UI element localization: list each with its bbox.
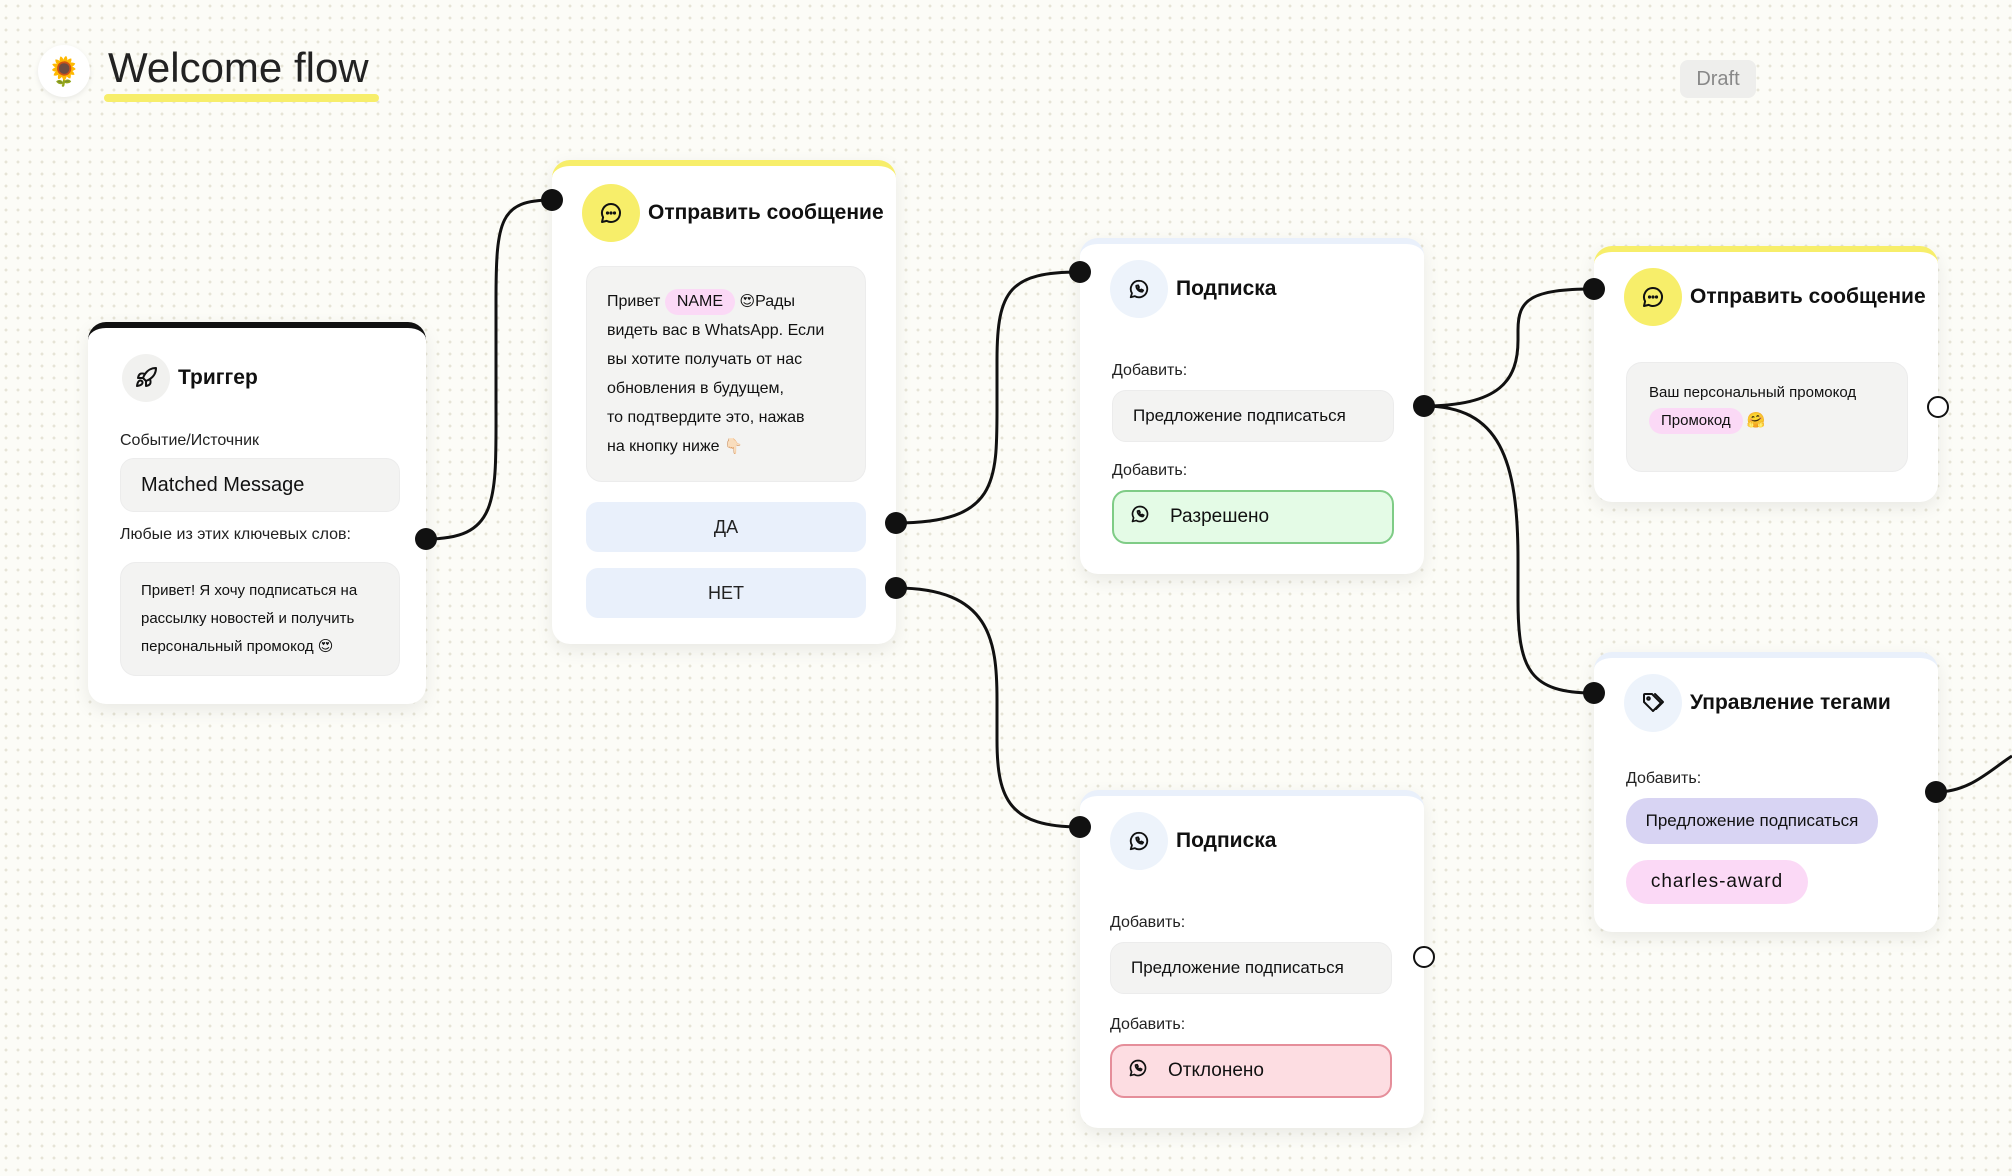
subscription-list-field[interactable]: Предложение подписаться — [1112, 390, 1394, 442]
subscription-2-title: Подписка — [1176, 829, 1277, 852]
send-message-1-title: Отправить сообщение — [648, 201, 884, 224]
edge-yes-to-sub1 — [895, 270, 1081, 525]
message-line: видеть вас в WhatsApp. Если — [607, 322, 825, 339]
send-message-2-header: Отправить сообщение — [1624, 268, 1926, 326]
promo-message-body[interactable]: Ваш персональный промокод Промокод 🤗 — [1626, 362, 1908, 472]
send2-output-handle[interactable] — [1927, 396, 1949, 418]
message-line: Ваш персональный промокод — [1649, 384, 1857, 401]
rocket-icon — [122, 354, 170, 402]
hugging-emoji-icon: 🤗 — [1746, 412, 1766, 429]
send-message-2-title: Отправить сообщение — [1690, 285, 1926, 308]
source-label: Событие/Источник — [120, 432, 260, 449]
add-label: Добавить: — [1110, 914, 1186, 931]
sub2-input-handle[interactable] — [1069, 816, 1091, 838]
trigger-node[interactable]: Триггер Событие/Источник Matched Message… — [88, 322, 426, 704]
add-label: Добавить: — [1112, 462, 1188, 479]
subscription-node-allowed[interactable]: Подписка Добавить: Предложение подписать… — [1080, 238, 1424, 574]
trigger-output-handle[interactable] — [415, 528, 437, 550]
trigger-node-header: Триггер — [122, 354, 258, 402]
yes-output-handle[interactable] — [885, 512, 907, 534]
sub2-output-handle[interactable] — [1413, 946, 1435, 968]
send-message-1-header: Отправить сообщение — [582, 184, 884, 242]
promo-variable-chip[interactable]: Промокод — [1649, 408, 1743, 434]
tag-chip-charles-award[interactable]: charles-award — [1626, 860, 1808, 904]
send1-input-handle[interactable] — [541, 189, 563, 211]
message-line: Промокод 🤗 — [1649, 407, 1885, 435]
keywords-line: рассылку новостей и получить — [141, 610, 355, 627]
tag-chip-subscribe-offer[interactable]: Предложение подписаться — [1626, 798, 1878, 844]
send2-input-handle[interactable] — [1583, 278, 1605, 300]
sub1-output-handle[interactable] — [1413, 395, 1435, 417]
flow-header: 🌻 Welcome flow — [38, 44, 379, 102]
edge-sub1-to-tags — [1423, 404, 1595, 695]
tags-output-handle[interactable] — [1925, 781, 1947, 803]
edge-no-to-sub2 — [895, 586, 1081, 829]
subscription-node-denied[interactable]: Подписка Добавить: Предложение подписать… — [1080, 790, 1424, 1128]
edge-sub1-to-send2 — [1423, 287, 1595, 408]
status-denied-label: Отклонено — [1168, 1060, 1264, 1081]
tags-title: Управление тегами — [1690, 691, 1891, 714]
send-message-node-1[interactable]: Отправить сообщение Привет NAME 😍Рады ви… — [552, 160, 896, 644]
sunflower-logo-icon: 🌻 — [38, 45, 90, 97]
whatsapp-icon — [1128, 1058, 1148, 1084]
message-body[interactable]: Привет NAME 😍Рады видеть вас в WhatsApp.… — [586, 266, 866, 482]
flow-title[interactable]: Welcome flow — [104, 44, 379, 102]
whatsapp-icon — [1110, 260, 1168, 318]
message-line: вы хотите получать от нас — [607, 351, 803, 368]
message-line: на кнопку ниже 👇🏻 — [607, 438, 743, 455]
edge-tags-offscreen — [1935, 754, 2012, 794]
chat-bubble-icon — [582, 184, 640, 242]
tag-icon — [1624, 674, 1682, 732]
subscription-list-field[interactable]: Предложение подписаться — [1110, 942, 1392, 994]
tags-header: Управление тегами — [1624, 674, 1891, 732]
keywords-line: персональный промокод 😍 — [141, 638, 334, 655]
message-line: обновления в будущем, — [607, 380, 784, 397]
whatsapp-icon — [1110, 812, 1168, 870]
yes-button[interactable]: ДА — [586, 502, 866, 552]
subscription-1-title: Подписка — [1176, 277, 1277, 300]
message-line: Привет NAME 😍Рады — [607, 287, 845, 316]
tags-node[interactable]: Управление тегами Добавить: Предложение … — [1594, 652, 1938, 932]
sub1-input-handle[interactable] — [1069, 261, 1091, 283]
tags-input-handle[interactable] — [1583, 682, 1605, 704]
keywords-label: Любые из этих ключевых слов: — [120, 526, 351, 543]
subscription-1-header: Подписка — [1110, 260, 1276, 318]
name-variable-chip[interactable]: NAME — [664, 289, 736, 315]
no-output-handle[interactable] — [885, 577, 907, 599]
status-allowed-label: Разрешено — [1170, 506, 1270, 527]
message-line: то подтвердите это, нажав — [607, 409, 805, 426]
trigger-title: Триггер — [178, 366, 258, 389]
whatsapp-icon — [1130, 504, 1150, 530]
heart-eyes-emoji-icon: 😍 — [739, 293, 756, 310]
no-button[interactable]: НЕТ — [586, 568, 866, 618]
add-label: Добавить: — [1112, 362, 1188, 379]
subscription-2-header: Подписка — [1110, 812, 1276, 870]
chat-bubble-icon — [1624, 268, 1682, 326]
add-label: Добавить: — [1110, 1016, 1186, 1033]
status-badge: Draft — [1680, 60, 1756, 98]
status-allowed-field[interactable]: Разрешено — [1112, 490, 1394, 544]
edge-trigger-to-send1 — [425, 198, 553, 541]
keywords-field[interactable]: Привет! Я хочу подписаться на рассылку н… — [120, 562, 400, 676]
status-denied-field[interactable]: Отклонено — [1110, 1044, 1392, 1098]
add-label: Добавить: — [1626, 770, 1702, 787]
keywords-line: Привет! Я хочу подписаться на — [141, 582, 358, 599]
pointing-down-emoji-icon: 👇🏻 — [724, 438, 743, 455]
heart-eyes-emoji-icon: 😍 — [317, 638, 334, 655]
send-message-node-2[interactable]: Отправить сообщение Ваш персональный про… — [1594, 246, 1938, 502]
source-select[interactable]: Matched Message — [120, 458, 400, 512]
